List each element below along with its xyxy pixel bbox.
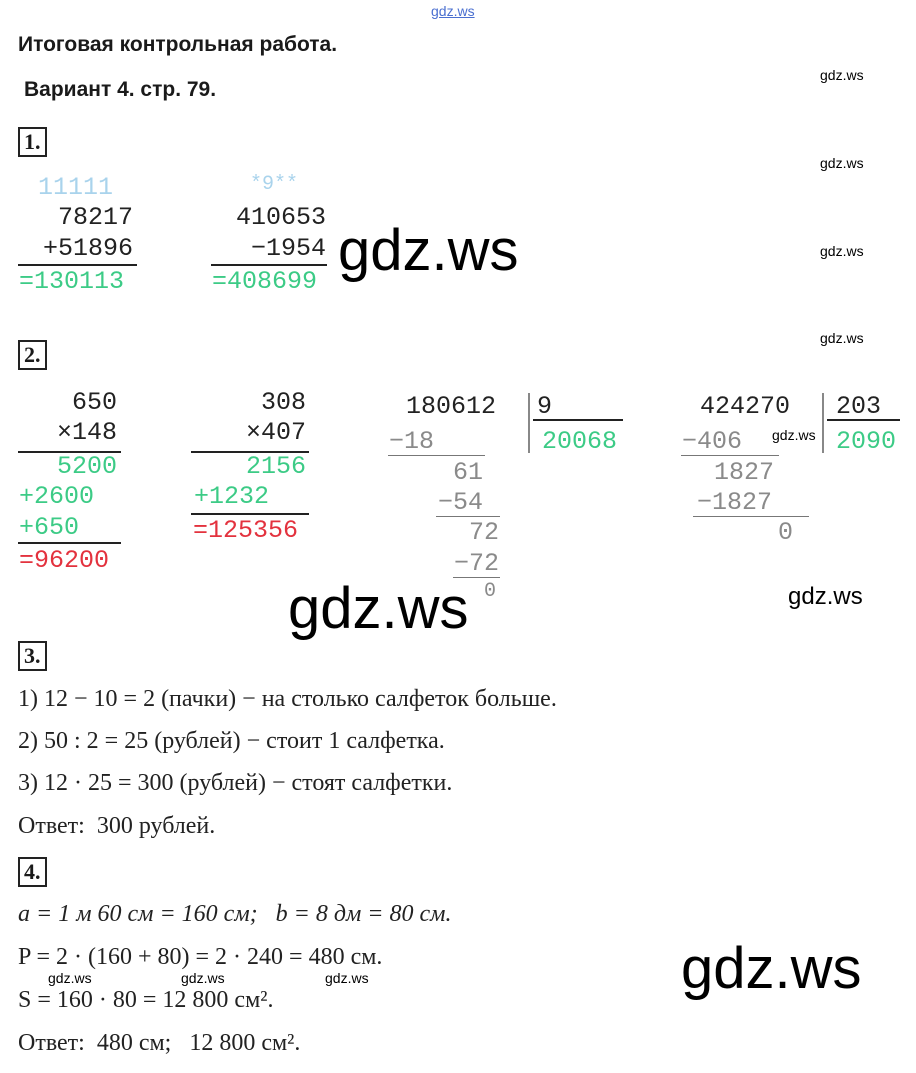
solution-line: 3) 12 · 25 = 300 (рублей) − стоят салфет…	[18, 770, 453, 796]
subtrahend: −1954	[250, 234, 326, 263]
partial-product: +2600	[19, 482, 95, 511]
addend-2: +51896	[42, 234, 133, 263]
dividend: 424270	[700, 392, 791, 421]
partial-product: 5200	[56, 452, 117, 481]
partial-product: 2156	[245, 452, 306, 481]
answer-line: Ответ: 300 рублей.	[18, 813, 216, 839]
watermark-large: gdz.ws	[288, 576, 469, 641]
watermark: gdz.ws	[820, 330, 864, 346]
product-line	[191, 513, 309, 515]
watermark: gdz.ws	[325, 970, 369, 986]
divisor-line	[827, 419, 900, 421]
step-line	[436, 516, 500, 517]
division-remainder: 0	[778, 518, 794, 547]
task-3-label: 3.	[18, 641, 47, 671]
solution-line: 2) 50 : 2 = 25 (рублей) − стоит 1 салфет…	[18, 728, 445, 754]
product-result: =96200	[19, 546, 110, 575]
division-step: −18	[389, 427, 435, 456]
multiplicand: 308	[260, 388, 306, 417]
quotient: 2090	[836, 427, 897, 456]
solution-line: S = 160 · 80 = 12 800 см².	[18, 987, 274, 1013]
step-line	[388, 455, 485, 456]
quotient: 20068	[542, 427, 618, 456]
divisor: 203	[836, 392, 882, 421]
partial-product: +650	[19, 513, 80, 542]
minuend: 410653	[235, 203, 326, 232]
watermark: gdz.ws	[820, 155, 864, 171]
watermark: gdz.ws	[181, 970, 225, 986]
multiplier: ×148	[56, 418, 117, 447]
sum-result: =130113	[19, 267, 125, 296]
division-bar	[528, 393, 530, 453]
step-line	[693, 516, 809, 517]
watermark: gdz.ws	[788, 583, 863, 610]
step-line	[681, 455, 779, 456]
page-title: Итоговая контрольная работа.	[18, 33, 338, 56]
difference-line	[211, 264, 327, 266]
variant-heading: Вариант 4. стр. 79.	[24, 78, 217, 101]
product-line	[18, 542, 121, 544]
divisor-line	[533, 419, 623, 421]
borrow-marks: *9**	[250, 173, 299, 196]
product-line	[18, 451, 121, 453]
watermark: gdz.ws	[820, 67, 864, 83]
division-step: −1827	[697, 488, 773, 517]
watermark-top[interactable]: gdz.ws	[431, 3, 475, 19]
task-4-label: 4.	[18, 857, 47, 887]
step-line	[453, 577, 500, 578]
division-bar	[822, 393, 824, 453]
carry-digits: 11111	[38, 173, 114, 202]
task-1-label: 1.	[18, 127, 47, 157]
multiplier: ×407	[245, 418, 306, 447]
dividend: 180612	[406, 392, 497, 421]
watermark: gdz.ws	[772, 427, 816, 443]
addend-1: 78217	[57, 203, 133, 232]
answer-line: Ответ: 480 см; 12 800 см².	[18, 1030, 301, 1056]
solution-line: a = 1 м 60 см = 160 см; b = 8 дм = 80 см…	[18, 901, 452, 927]
task-2-label: 2.	[18, 340, 47, 370]
watermark: gdz.ws	[48, 970, 92, 986]
product-line	[191, 451, 309, 453]
product-result: =125356	[193, 516, 299, 545]
division-step: 72	[469, 518, 500, 547]
solution-line: 1) 12 − 10 = 2 (пачки) − на столько салф…	[18, 686, 557, 712]
watermark-large: gdz.ws	[681, 936, 862, 1001]
solution-line: P = 2 · (160 + 80) = 2 · 240 = 480 см.	[18, 944, 383, 970]
difference-result: =408699	[212, 267, 318, 296]
multiplicand: 650	[71, 388, 117, 417]
partial-product: +1232	[194, 482, 270, 511]
division-step: −406	[682, 427, 743, 456]
division-step: −54	[438, 488, 484, 517]
division-step: 61	[453, 458, 484, 487]
division-step: 1827	[714, 458, 775, 487]
division-remainder: 0	[484, 580, 497, 603]
division-step: −72	[454, 549, 500, 578]
watermark: gdz.ws	[820, 243, 864, 259]
watermark-large: gdz.ws	[338, 218, 519, 283]
divisor: 9	[537, 392, 553, 421]
sum-line	[18, 264, 137, 266]
